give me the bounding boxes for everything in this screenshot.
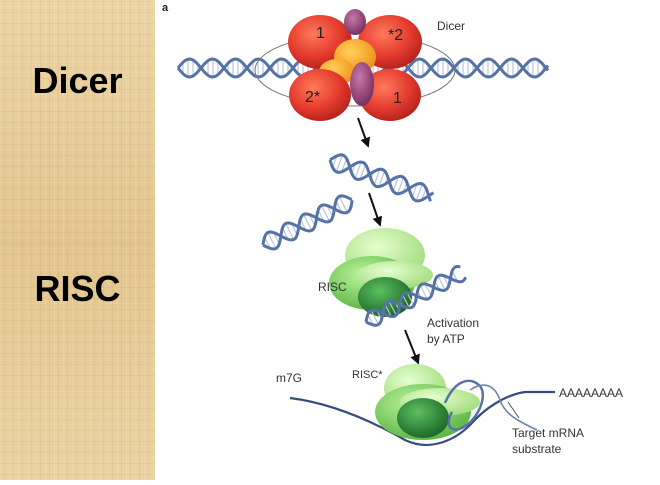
base-pair-rung — [335, 154, 344, 173]
polya-tail-label: AAAAAAAA — [559, 386, 623, 400]
base-pair-rung — [396, 177, 405, 195]
risc-label: RISC — [318, 280, 347, 294]
base-pair-rung — [285, 223, 295, 240]
rnai-pathway-figure: a 1 *2 2* 1 Dicer RISC Activation by ATP — [155, 0, 660, 480]
risc-heading: RISC — [34, 268, 121, 309]
arrow-activation — [404, 329, 420, 365]
base-pair-rung — [373, 168, 381, 186]
risc-complex — [329, 228, 433, 317]
base-pair-rung — [424, 283, 432, 297]
risc-star-label: RISC* — [352, 369, 383, 381]
panel-letter: a — [162, 2, 169, 14]
base-pair-rung — [320, 205, 331, 222]
dicer-rnase-domain-1-bottom — [359, 69, 421, 121]
domain-label: 2* — [305, 89, 320, 106]
base-pair-rung — [384, 304, 392, 317]
base-pair-rung — [415, 183, 423, 202]
risc-star-subunit-core — [397, 398, 449, 438]
arrow-dicer-to-sirna — [357, 117, 371, 148]
dicer-rnase-domain-2-bottom — [289, 69, 351, 121]
dicer-paz-domain-bottom — [350, 62, 374, 106]
base-pair-rung — [388, 301, 397, 316]
base-pair-rung — [341, 158, 348, 172]
target-mrna-strand — [289, 390, 555, 446]
target-pointer-line — [507, 401, 520, 419]
m7g-cap-label: m7G — [276, 371, 302, 385]
figure-svg: a 1 *2 2* 1 Dicer RISC Activation by ATP — [162, 2, 623, 456]
base-pair-rung — [419, 285, 428, 300]
helix-strand-b — [364, 273, 467, 323]
sirna-duplex-upper — [328, 153, 435, 203]
base-pair-rung — [437, 275, 446, 291]
domain-label: *2 — [388, 27, 403, 44]
base-pair-rung — [303, 214, 313, 231]
domain-label: 1 — [316, 25, 325, 42]
activation-label-2: by ATP — [427, 332, 465, 346]
dicer-label: Dicer — [437, 19, 465, 33]
base-pair-rung — [359, 164, 367, 180]
base-pair-rung — [411, 183, 418, 198]
target-mrna-label-2: substrate — [512, 442, 562, 456]
sirna-duplex-lower — [261, 194, 354, 251]
domain-label: 1 — [393, 90, 402, 107]
helix-strand-b — [261, 194, 353, 246]
base-pair-rung — [267, 232, 277, 249]
guide-strand-loop — [443, 379, 485, 431]
base-pair-rung — [338, 196, 348, 213]
base-pair-rung — [370, 310, 380, 325]
helix-strand-b — [329, 153, 432, 202]
base-pair-rung — [406, 292, 415, 306]
risc-bound-sirna — [364, 264, 467, 327]
activation-label: Activation — [427, 316, 479, 330]
helix-strand-a — [328, 159, 435, 203]
helix-strand-a — [262, 200, 354, 251]
activated-risc-complex — [375, 364, 480, 440]
base-pair-rung — [402, 294, 410, 309]
sidebar-panel: Dicer RISC — [0, 0, 155, 480]
dicer-paz-domain-top — [344, 9, 366, 35]
arrow-sirna-to-risc — [368, 192, 383, 227]
target-mrna-label: Target mRNA — [512, 426, 584, 440]
base-pair-rung — [354, 161, 362, 179]
base-pair-rung — [378, 170, 386, 187]
dicer-heading: Dicer — [32, 60, 123, 101]
dicer-enzyme: 1 *2 2* 1 — [288, 9, 422, 121]
mrna-tail — [469, 384, 538, 431]
base-pair-rung — [392, 176, 400, 192]
